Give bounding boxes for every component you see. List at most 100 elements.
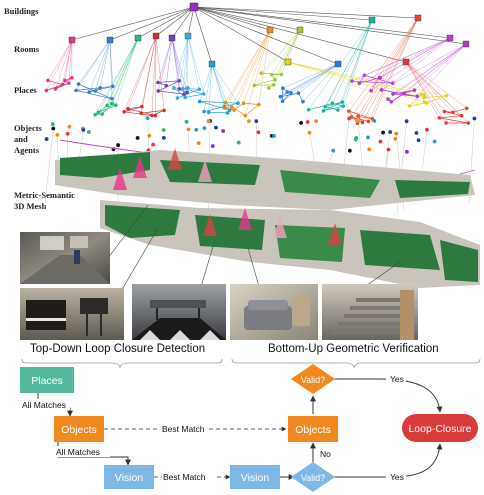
room-place-edge bbox=[282, 63, 339, 89]
room-place-edge bbox=[414, 43, 467, 91]
place-node bbox=[252, 83, 257, 87]
object-node bbox=[307, 130, 312, 135]
place-node bbox=[278, 94, 283, 99]
places-label: Places bbox=[14, 85, 37, 95]
room-place-edge bbox=[357, 17, 419, 117]
place-node bbox=[340, 100, 345, 104]
room-place-edge bbox=[155, 35, 157, 116]
top-down-brace bbox=[21, 358, 223, 369]
room-place-edge bbox=[370, 37, 451, 92]
mesh-lower-green-4 bbox=[360, 230, 440, 270]
place-node bbox=[243, 113, 248, 118]
building-room-edge bbox=[109, 6, 195, 41]
object-node bbox=[404, 149, 409, 154]
place-node bbox=[63, 78, 67, 83]
object-cone bbox=[273, 216, 287, 238]
mesh-label-line1: Metric-Semantic bbox=[14, 190, 75, 200]
object-node bbox=[366, 135, 370, 140]
object-node bbox=[331, 148, 336, 153]
place-node bbox=[266, 86, 271, 90]
room-place-edge bbox=[211, 63, 228, 113]
place-node bbox=[164, 83, 169, 88]
room-place-edge bbox=[157, 37, 173, 83]
building-room-edge bbox=[193, 6, 467, 45]
building-room-edge bbox=[137, 6, 195, 39]
room-place-edge bbox=[342, 19, 373, 107]
objects-node-right bbox=[288, 416, 338, 442]
room-place-edge bbox=[351, 37, 451, 82]
object-node bbox=[367, 147, 372, 152]
object-node bbox=[394, 131, 399, 136]
object-node bbox=[305, 120, 310, 124]
place-node bbox=[464, 106, 469, 111]
object-node bbox=[51, 126, 56, 131]
room-place-edge bbox=[100, 39, 111, 88]
place-node bbox=[227, 108, 232, 112]
room-place-edge bbox=[405, 61, 447, 124]
place-node bbox=[236, 101, 240, 106]
place-node bbox=[93, 89, 98, 93]
object-node bbox=[347, 116, 352, 121]
place-node bbox=[201, 92, 206, 96]
mesh-upper-green-4 bbox=[395, 180, 470, 198]
object-node bbox=[194, 127, 199, 132]
place-node bbox=[356, 114, 360, 118]
room-node bbox=[414, 14, 422, 22]
room-node bbox=[184, 32, 192, 40]
places-node bbox=[20, 367, 74, 393]
place-node bbox=[289, 91, 293, 95]
place-chains bbox=[46, 72, 469, 124]
room-place-edge bbox=[68, 39, 73, 84]
object-cones bbox=[113, 148, 342, 245]
object-node bbox=[184, 119, 189, 124]
room-place-edge bbox=[405, 61, 454, 113]
room-place-edge bbox=[171, 37, 188, 93]
room-place-edge bbox=[271, 29, 301, 75]
valid-diamond-top bbox=[291, 364, 335, 394]
staircase-photo bbox=[322, 284, 418, 340]
mesh-upper-green-1 bbox=[60, 152, 150, 178]
building-room-edge bbox=[193, 6, 271, 31]
room-place-edge bbox=[171, 37, 185, 95]
place-node bbox=[105, 103, 109, 108]
object-node bbox=[161, 136, 166, 140]
room-place-edge bbox=[165, 37, 173, 86]
room-place-edge bbox=[287, 61, 425, 95]
place-node bbox=[183, 95, 188, 100]
room-place-edge bbox=[351, 17, 419, 118]
object-node bbox=[44, 137, 49, 141]
place-node bbox=[156, 80, 160, 85]
object-node bbox=[414, 131, 419, 135]
object-node bbox=[86, 130, 91, 134]
place-node bbox=[98, 85, 103, 90]
object-node bbox=[161, 128, 166, 132]
room-place-edge bbox=[302, 63, 339, 102]
room-place-edge bbox=[362, 17, 419, 123]
bottom-up-header: Bottom-Up Geometric Verification bbox=[268, 343, 439, 355]
building-room-edge bbox=[193, 6, 213, 65]
object-node bbox=[202, 126, 207, 131]
building-room-edge bbox=[193, 6, 373, 21]
no-label: No bbox=[320, 449, 331, 459]
object-node bbox=[246, 119, 251, 124]
room-place-edge bbox=[211, 63, 239, 104]
room-place-edge bbox=[324, 19, 373, 107]
object-cone bbox=[133, 156, 147, 178]
top-down-header: Top-Down Loop Closure Detection bbox=[30, 343, 205, 355]
room-node bbox=[284, 58, 292, 66]
room-node bbox=[446, 34, 454, 42]
room-node bbox=[296, 26, 304, 34]
room-place-edge bbox=[287, 61, 447, 96]
room-place-edge bbox=[287, 61, 427, 104]
place-mesh-edge bbox=[357, 121, 364, 175]
object-node bbox=[67, 124, 72, 129]
room-place-edge bbox=[260, 29, 301, 74]
place-node bbox=[378, 75, 383, 80]
place-node bbox=[197, 99, 202, 104]
place-node bbox=[306, 107, 311, 112]
piano-room-photo bbox=[20, 288, 124, 340]
room-place-edge bbox=[245, 29, 271, 116]
room-place-edge bbox=[95, 39, 111, 92]
object-node bbox=[116, 143, 121, 147]
room-place-edge bbox=[98, 37, 139, 113]
